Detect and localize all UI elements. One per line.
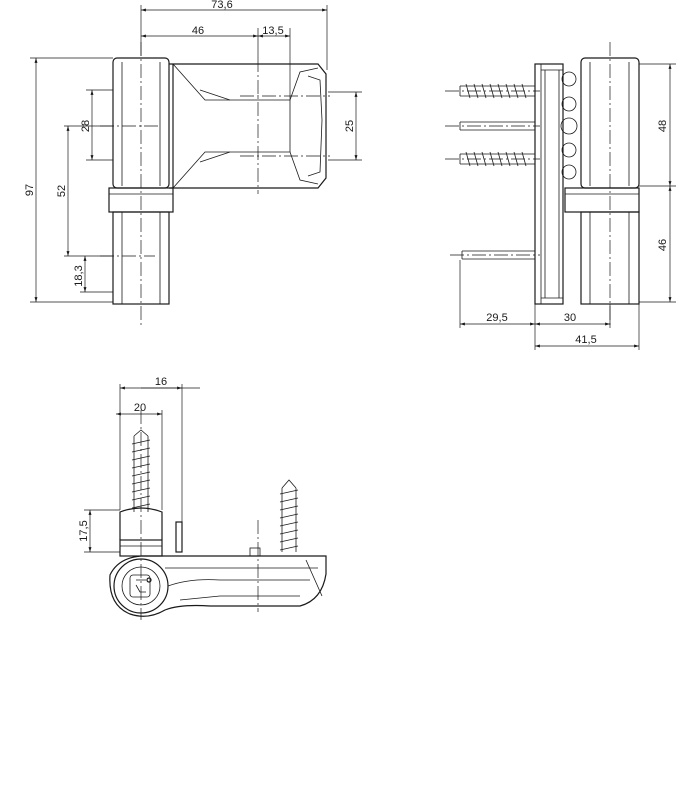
top-screw-right [279,479,299,552]
dim-leaf-height-25-label: 25 [344,120,356,132]
dim-total-width-label: 73,6 [211,0,232,11]
dim-total-41-label: 41,5 [575,334,596,346]
dim-pitch-28-label: 28 [80,120,92,132]
dim-offset-label: 13,5 [262,25,283,37]
dim-lower-46-label: 46 [657,239,669,251]
front-view: 73,6 46 13,5 97 28 52 18,3 25 [24,0,362,326]
dim-height-total-label: 97 [24,184,36,196]
dim-screw-29-label: 29,5 [486,312,507,324]
dim-top-16-label: 16 [155,376,167,388]
top-view: 16 20 17,5 [78,376,327,620]
side-view: 48 46 29,5 30 41,5 [445,42,676,350]
side-pin-middle [459,121,535,131]
dim-top-20-label: 20 [134,402,146,414]
dim-depth-30-label: 30 [564,312,576,324]
dim-bottom-18-label: 18,3 [73,265,85,286]
dim-pitch-52-label: 52 [56,185,68,197]
dim-top-17-label: 17,5 [78,520,90,541]
dim-leaf-width-label: 46 [192,25,204,37]
dim-upper-48-label: 48 [657,120,669,132]
